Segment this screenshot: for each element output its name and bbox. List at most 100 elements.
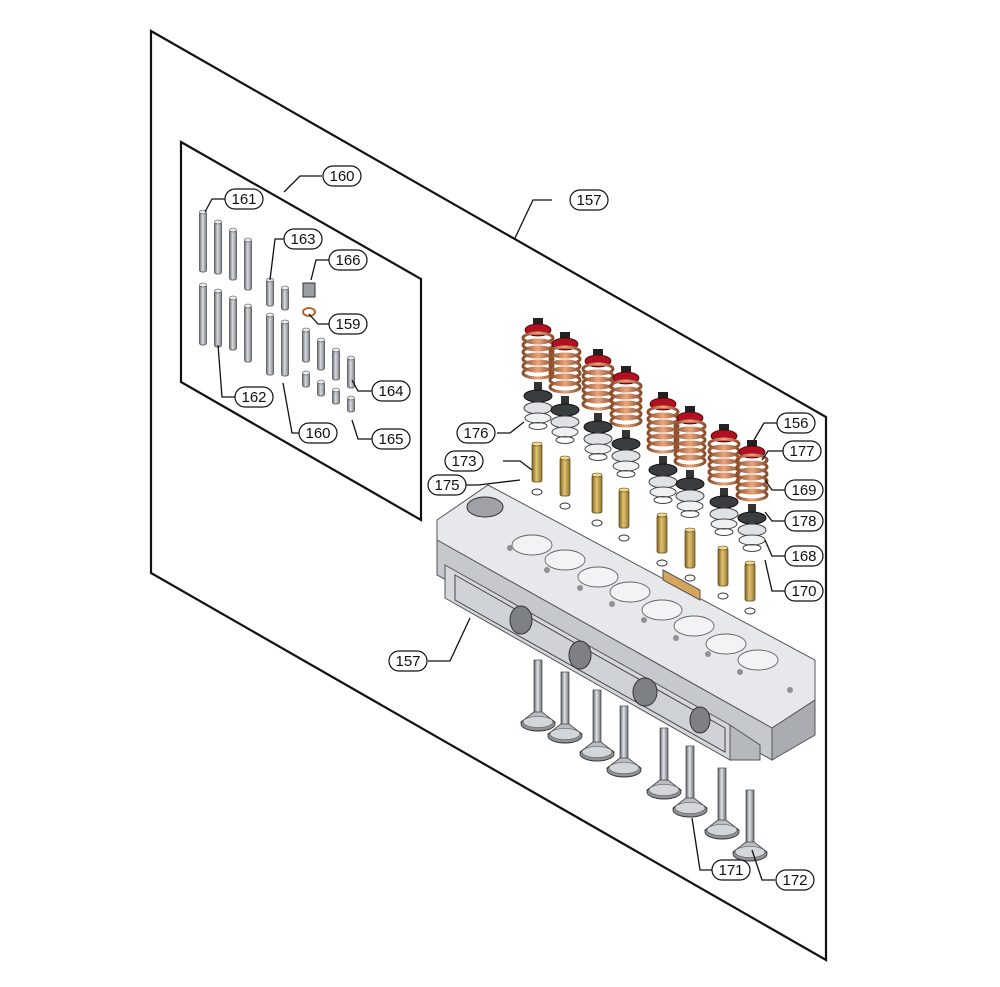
callout-c-164: 164 xyxy=(371,380,411,402)
stud xyxy=(199,211,207,273)
spring-coil xyxy=(609,393,643,407)
callout-label: 176 xyxy=(463,425,488,442)
valve-keeper xyxy=(533,318,543,326)
spring-seat xyxy=(611,449,641,463)
valve-keeper xyxy=(685,406,695,414)
callout-label: 161 xyxy=(231,191,256,208)
spring-seat xyxy=(709,507,739,521)
valve xyxy=(578,689,616,762)
spring-coil xyxy=(581,362,615,376)
valve-guide xyxy=(559,457,571,497)
spring-coil xyxy=(548,359,582,373)
valve-spring-stack xyxy=(646,392,680,504)
callout-c-170: 170 xyxy=(784,580,824,602)
callout-label: 169 xyxy=(791,482,816,499)
valve xyxy=(731,789,769,862)
valve-seal xyxy=(709,495,739,509)
stud xyxy=(332,349,340,381)
callout-label: 156 xyxy=(783,415,808,432)
spring-seat xyxy=(737,523,767,537)
callout-c-175: 175 xyxy=(427,474,467,496)
callout-c-160b: 160 xyxy=(298,422,338,444)
valve-set xyxy=(519,659,769,862)
cylinder-head xyxy=(436,484,816,761)
callout-c-165: 165 xyxy=(371,428,411,450)
valve-guide xyxy=(531,443,543,483)
callout-label: 159 xyxy=(335,316,360,333)
stud xyxy=(214,290,222,348)
valve-guide xyxy=(717,547,729,587)
callout-label: 160 xyxy=(329,168,354,185)
stud xyxy=(281,321,289,377)
spring-coil xyxy=(673,433,707,447)
stud xyxy=(229,297,237,351)
valve-guide xyxy=(656,514,668,554)
valve-keeper xyxy=(621,366,631,374)
callout-label: 177 xyxy=(789,443,814,460)
callout-label: 173 xyxy=(451,453,476,470)
valve xyxy=(519,659,557,732)
callout-c-157b: 157 xyxy=(388,650,428,672)
spring-coil xyxy=(521,359,555,373)
spring-coil xyxy=(548,380,582,394)
valve-spring-stack xyxy=(673,406,707,518)
spring-seat xyxy=(523,401,553,415)
spring-coil xyxy=(609,407,643,421)
valve-spring-stack xyxy=(521,318,555,430)
valve xyxy=(703,767,741,840)
leader-lines xyxy=(204,175,786,881)
callout-c-171: 171 xyxy=(711,859,751,881)
stud xyxy=(229,229,237,281)
valve-guide-set xyxy=(531,441,756,615)
valve-spring-stack xyxy=(548,332,582,444)
stud xyxy=(317,339,325,371)
callout-c-161: 161 xyxy=(224,188,264,210)
spring-coil xyxy=(609,386,643,400)
callout-label: 166 xyxy=(335,252,360,269)
stud xyxy=(199,284,207,346)
callout-c-156: 156 xyxy=(776,412,816,434)
valve-spring-stack xyxy=(609,366,643,478)
callout-c-168: 168 xyxy=(784,545,824,567)
spring-coil xyxy=(548,366,582,380)
o-ring xyxy=(302,307,316,317)
callout-label: 168 xyxy=(791,548,816,565)
spring-coil xyxy=(735,460,769,474)
spring-coil xyxy=(548,345,582,359)
stud xyxy=(266,279,274,307)
spring-coil xyxy=(735,481,769,495)
spring-coil xyxy=(646,405,680,419)
valve-spring-stack-set xyxy=(521,318,769,552)
callout-c-160a: 160 xyxy=(322,165,362,187)
callout-c-178: 178 xyxy=(784,510,824,532)
spring-seat xyxy=(648,475,678,489)
spring-coil xyxy=(581,369,615,383)
valve-keeper xyxy=(747,440,757,448)
valve-seal xyxy=(583,420,613,434)
callout-label: 172 xyxy=(782,872,807,889)
callout-c-172: 172 xyxy=(775,869,815,891)
spring-coil xyxy=(707,437,741,451)
valve-seal xyxy=(675,477,705,491)
spring-coil xyxy=(646,419,680,433)
stud xyxy=(244,305,252,363)
callout-label: 162 xyxy=(241,389,266,406)
valve-spring-stack xyxy=(735,440,769,552)
spring-coil xyxy=(548,352,582,366)
spring-coil xyxy=(521,366,555,380)
callout-c-176: 176 xyxy=(456,422,496,444)
spring-coil xyxy=(521,352,555,366)
callout-label: 165 xyxy=(378,431,403,448)
valve xyxy=(546,671,584,744)
spring-coil xyxy=(521,345,555,359)
spring-coil xyxy=(707,472,741,486)
valve-keeper xyxy=(593,349,603,357)
callout-label: 164 xyxy=(378,383,403,400)
stud xyxy=(281,287,289,311)
callout-c-159: 159 xyxy=(328,313,368,335)
callout-label: 178 xyxy=(791,513,816,530)
valve-seal xyxy=(550,403,580,417)
callout-label: 157 xyxy=(395,653,420,670)
